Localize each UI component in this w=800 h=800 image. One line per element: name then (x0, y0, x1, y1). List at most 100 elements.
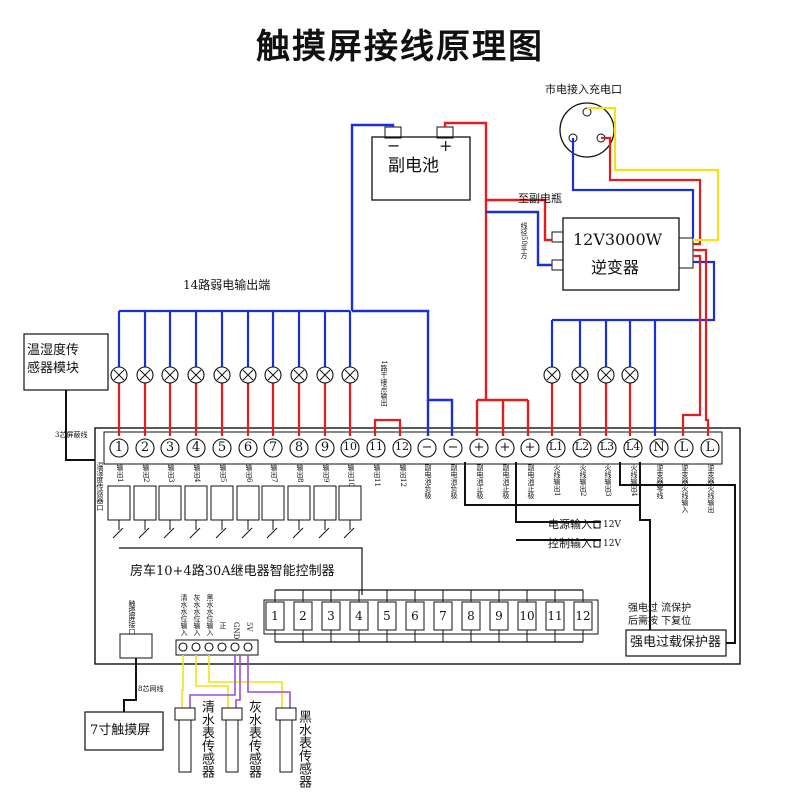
relay-switch (292, 527, 304, 539)
terminal-label: 11 (369, 440, 383, 453)
grid-plug-pin (582, 107, 592, 117)
terminal-screw-icon (289, 438, 309, 458)
battery-label: 副电池 (388, 156, 439, 176)
control-voltage: 12V (603, 539, 621, 549)
lamp-x-mark (344, 369, 356, 381)
connector-screw-icon (191, 642, 201, 652)
relay-switch (189, 527, 201, 539)
terminal-sublabel: 逆变器零线 (656, 464, 664, 499)
water-port-label: 灰水水位输入 (193, 594, 201, 636)
voltage-marker (593, 520, 601, 529)
terminal-label: + (473, 440, 485, 455)
protector-label: 强电过载保护器 (630, 635, 722, 650)
terminal-label: 10 (343, 440, 357, 453)
relay-coil (236, 485, 260, 521)
relay-coil (133, 485, 157, 521)
battery-plus-label: + (439, 136, 453, 155)
inverter-terminal (551, 231, 564, 243)
inverter-live-out (693, 248, 710, 436)
dry-contact-label: 1路干接点输出 (380, 360, 388, 407)
inverter-neutral (655, 260, 716, 322)
water-wire (235, 655, 241, 708)
input-number: 5 (383, 609, 391, 623)
input-number: 6 (411, 609, 419, 623)
touchscreen-cable (123, 658, 137, 712)
water-sensor-probe (221, 707, 243, 721)
terminal-sublabel: 输出7 (270, 464, 278, 483)
inverter-terminal (551, 259, 564, 271)
lamp-x-mark (574, 369, 586, 381)
negative-to-terminal (352, 309, 454, 436)
terminal-sublabel: 输出3 (167, 464, 175, 483)
terminal-sublabel: 输出11 (373, 464, 381, 487)
sensor-cable-label: 3芯屏蔽线 (55, 431, 88, 439)
terminal-label: + (499, 440, 511, 455)
lamp-x-mark (190, 369, 202, 381)
terminal-label: 9 (320, 440, 330, 455)
lamp-x-mark (600, 369, 612, 381)
terminal-screw-icon (392, 438, 412, 458)
terminal-screw-icon (315, 438, 335, 458)
touch-port-label: 触摸屏接口 (128, 600, 136, 635)
water-wire (181, 655, 184, 708)
terminal-label: 4 (191, 440, 201, 455)
inverter-label: 逆变器 (591, 258, 640, 277)
relay-coil (107, 485, 131, 521)
inverter-outlet (678, 237, 694, 269)
terminal-screw-icon (263, 438, 283, 458)
input-number: 3 (327, 609, 335, 623)
water-sensor-probe (174, 707, 196, 721)
terminal-sublabel: 输出8 (296, 464, 304, 483)
grid-input-label: 市电接入充电口 (545, 83, 622, 96)
sensor-port-label: 温湿度传感器口 (96, 462, 104, 511)
terminal-screw-icon (572, 438, 592, 458)
input-number: 8 (467, 609, 475, 623)
relay-switch (215, 527, 227, 539)
terminal-screw-icon (469, 438, 489, 458)
terminal-sublabel: 火线输出2 (579, 464, 587, 497)
terminal-sublabel: 输出6 (245, 464, 253, 483)
terminal-label: L4 (625, 440, 641, 453)
terminal-label: 12 (395, 440, 409, 453)
lamp-x-mark (624, 369, 636, 381)
lamp-x-mark (242, 369, 254, 381)
water-port-label: 正 (219, 622, 227, 629)
weak-outputs-label: 14路弱电输出端 (183, 278, 271, 292)
battery-positive-wire (443, 121, 488, 400)
water-sensor-probe (275, 707, 297, 721)
power-input-wire (515, 462, 601, 523)
wire-spec-label: 线径50平方 (520, 222, 528, 259)
terminal-screw-icon (495, 438, 515, 458)
relay-switch (138, 527, 150, 539)
input-number: 11 (547, 609, 563, 623)
inverter-negative-wire (486, 210, 552, 267)
grid-earth (587, 106, 720, 242)
connector-screw-icon (243, 642, 253, 652)
relay-coil (158, 485, 182, 521)
terminal-label: 1 (114, 440, 124, 455)
touchscreen-cable-label: 8芯网线 (138, 685, 164, 693)
water-sensor-label-3: 黑水表传感器 (296, 710, 311, 788)
connector-screw-icon (230, 642, 240, 652)
water-port-label: 清水水位输入 (180, 594, 188, 636)
relay-switch (112, 527, 124, 539)
terminal-sublabel: 输出4 (193, 464, 201, 483)
relay-switch (318, 527, 330, 539)
input-number: 9 (495, 609, 503, 623)
terminal-screw-icon (417, 438, 437, 458)
terminal-screw-icon (340, 438, 360, 458)
sensor-module-label-1: 温湿度传 (27, 343, 80, 358)
relay-switch (343, 527, 355, 539)
water-wire (247, 655, 291, 708)
terminal-sublabel: 副电池负极 (450, 464, 458, 499)
terminal-sublabel: 副电池正极 (527, 464, 535, 499)
terminal-label: 8 (294, 440, 304, 455)
grid-plug (559, 102, 615, 158)
grid-live (601, 136, 702, 246)
relay-switch (266, 527, 278, 539)
terminal-label: L (679, 440, 689, 455)
terminal-screw-icon (623, 438, 643, 458)
water-sensor-probe (225, 719, 239, 773)
